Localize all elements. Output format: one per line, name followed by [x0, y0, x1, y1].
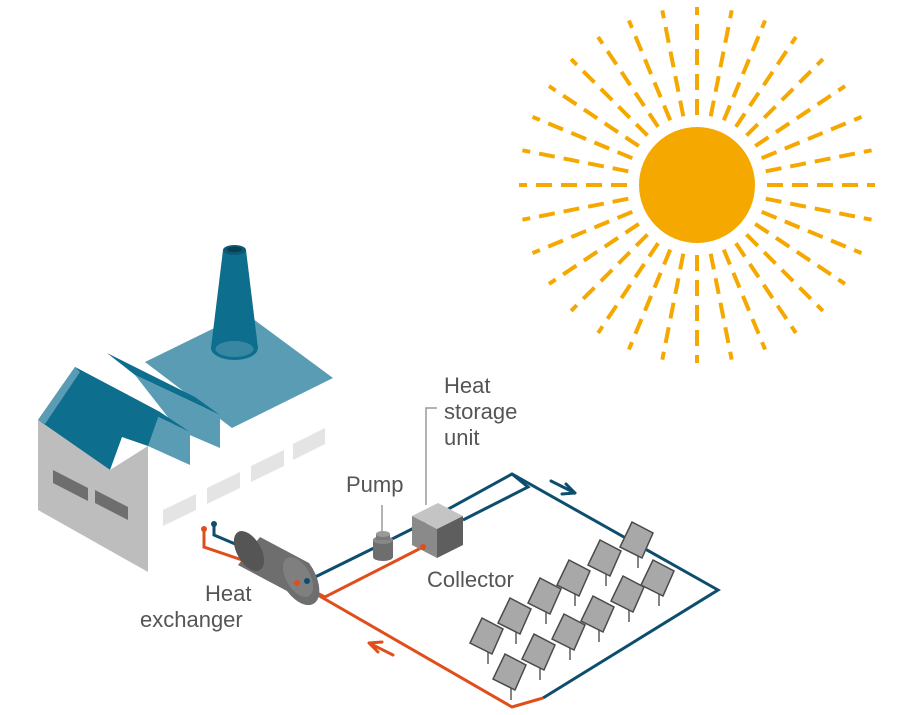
solar-panel-icon [521, 632, 556, 680]
cold-pipe-main [306, 472, 721, 700]
sun-ray [745, 233, 825, 313]
sun-ray [708, 253, 734, 360]
pump-icon [373, 505, 393, 561]
sun-ray [522, 196, 629, 222]
solar-panel-icon [527, 576, 562, 624]
sun-ray [660, 10, 686, 117]
sun-ray [754, 222, 847, 286]
factory-sawtooth-roof [38, 353, 220, 470]
sun-rays [519, 7, 875, 363]
sun-ray [660, 253, 686, 360]
solar-panel-icon [610, 574, 645, 622]
svg-text:Heat: Heat [205, 581, 251, 606]
solar-panel-icon [587, 538, 622, 586]
sun-ray [522, 148, 629, 174]
sun-ray [547, 84, 640, 148]
sun-ray [721, 248, 767, 351]
sun-ray [596, 35, 660, 128]
pump-label: Pump [346, 472, 403, 497]
sun-ray [765, 148, 872, 174]
sun-ray [760, 209, 863, 255]
sun-ray [627, 19, 673, 122]
factory-side-windows [163, 428, 325, 526]
hot-pipe-factory [202, 530, 249, 564]
heat-storage-icon [412, 407, 463, 558]
sun-ray [531, 209, 634, 255]
heat-storage-label: Heat storage unit [444, 373, 517, 450]
sun-ray [721, 19, 767, 122]
svg-text:Heat: Heat [444, 373, 490, 398]
solar-panel-icon [556, 558, 591, 606]
solar-panel-icon [580, 594, 615, 642]
flow-arrow-icon [367, 479, 577, 657]
sun-ray [754, 84, 847, 148]
hot-pipe-return [296, 581, 544, 709]
solar-panel-icon [640, 558, 675, 606]
solar-panel-icon [469, 616, 504, 664]
heat-exchanger-icon [233, 531, 320, 606]
solar-panel-icon [619, 520, 654, 568]
pipe-cap [211, 521, 217, 527]
sun-ray [627, 248, 673, 351]
sun-ray [765, 196, 872, 222]
factory-icon [38, 245, 333, 572]
cold-pipe-branch [462, 472, 531, 522]
solar-panel-array [469, 520, 675, 700]
svg-text:exchanger: exchanger [140, 607, 243, 632]
sun-ray [569, 57, 649, 137]
collector-label: Collector [427, 567, 514, 592]
sun-ray [760, 115, 863, 161]
solar-panel-icon [497, 596, 532, 644]
sun-ray [531, 115, 634, 161]
solar-panel-icon [492, 652, 527, 700]
sun-ray [734, 35, 798, 128]
factory-front-wall [38, 420, 148, 572]
svg-text:storage: storage [444, 399, 517, 424]
sun-ray [596, 242, 660, 335]
svg-text:unit: unit [444, 425, 479, 450]
factory-window [53, 470, 88, 501]
sun-ray [734, 242, 798, 335]
heat-exchanger-label: Heat exchanger [140, 581, 251, 632]
factory-flat-roof [145, 313, 333, 428]
sun-ray [708, 10, 734, 117]
chimney-icon [211, 245, 258, 360]
sun-ray [745, 57, 825, 137]
sun-ray [569, 233, 649, 313]
sun-icon [519, 7, 875, 363]
sun-ray [547, 222, 640, 286]
factory-window [95, 490, 128, 520]
pipe-cap [201, 526, 207, 532]
solar-panel-icon [551, 612, 586, 660]
sun-disc [639, 127, 755, 243]
